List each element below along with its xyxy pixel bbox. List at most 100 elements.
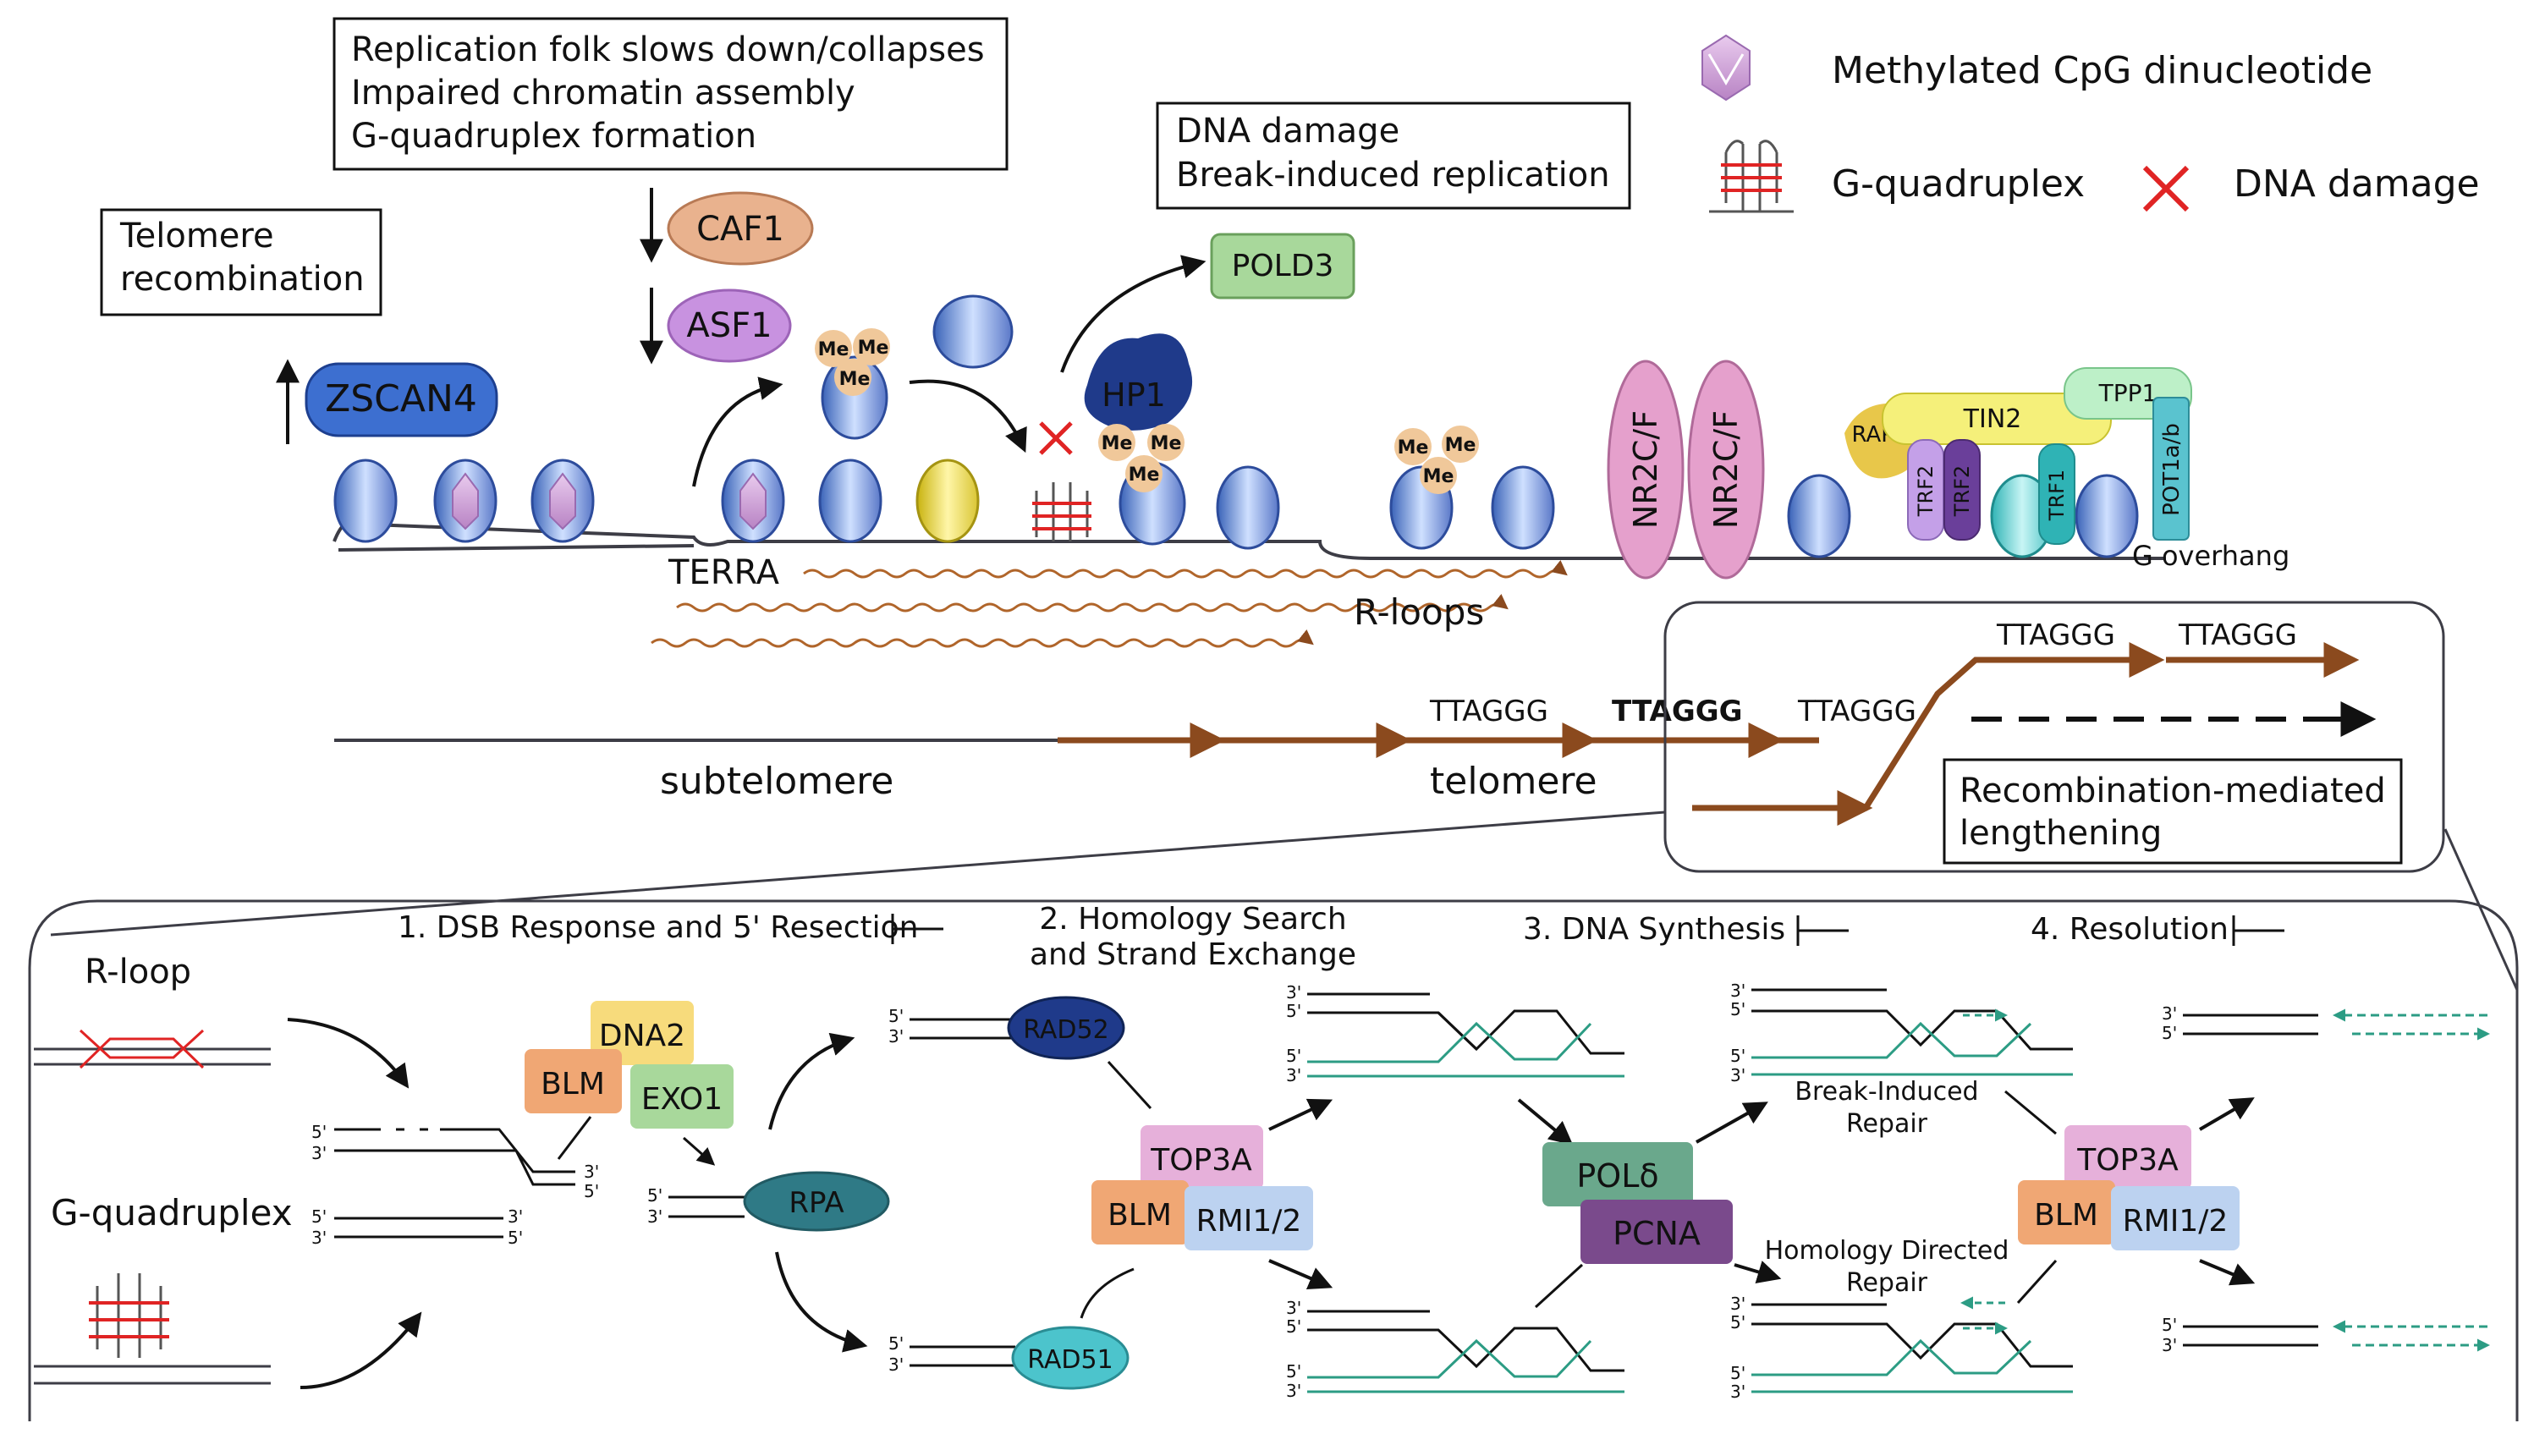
telomere-recombination-line-1: Telomere xyxy=(119,217,274,255)
step-1-title: 1. DSB Response and 5' Resection xyxy=(398,910,918,945)
blm-label: BLM xyxy=(541,1067,605,1102)
btr-complex-step2: TOP3A BLM RMI1/2 xyxy=(1091,1098,1333,1290)
caf1-label: CAF1 xyxy=(696,210,784,249)
nucleosome-methylated xyxy=(433,459,497,543)
svg-text:5': 5' xyxy=(508,1228,523,1248)
pold-pcna-complex: POLδ PCNA xyxy=(1517,1098,1782,1309)
rad52-label: RAD52 xyxy=(1023,1015,1108,1045)
lengthening-line-2: lengthening xyxy=(1960,814,2162,853)
replication-stress-line-1: Replication folk slows down/collapses xyxy=(351,30,985,69)
dna2-label: DNA2 xyxy=(599,1019,685,1053)
repeat-label: TTAGGG xyxy=(1429,695,1548,728)
svg-text:3': 3' xyxy=(584,1162,599,1182)
dna-damage-cross-icon xyxy=(1039,421,1073,455)
blm-label: BLM xyxy=(1108,1198,1172,1233)
nr2cf-label-a: NR2C/F xyxy=(1627,410,1664,529)
synthesis-bottom: Homology Directed Repair 3' 5' 5' 3' xyxy=(1730,1236,2073,1402)
hp1-label: HP1 xyxy=(1102,376,1166,414)
rmi-label: RMI1/2 xyxy=(2123,1204,2229,1239)
repeat-label: TTAGGG xyxy=(1996,618,2115,652)
asf1-label: ASF1 xyxy=(686,306,772,345)
me-mark: Me xyxy=(1151,433,1182,454)
rpa-label: RPA xyxy=(789,1186,844,1220)
rmi-label: RMI1/2 xyxy=(1196,1204,1302,1239)
nr2cf-protein: NR2C/F xyxy=(1607,360,1685,580)
dna-damage-line-2: Break-induced replication xyxy=(1176,156,1610,195)
nucleosome-methylated xyxy=(530,459,595,543)
svg-text:3': 3' xyxy=(888,1354,904,1375)
me-mark: Me xyxy=(1398,437,1429,459)
shelterin-complex: RAP1 TIN2 TPP1 TRF2 TRF2 TRF1 POT1a/b xyxy=(1787,367,2192,558)
me-mark: Me xyxy=(839,369,871,390)
svg-text:5': 5' xyxy=(1286,1316,1301,1337)
svg-text:5': 5' xyxy=(1730,999,1745,1019)
telomere-recombination-line-2: recombination xyxy=(120,260,365,299)
dna-damage-line-1: DNA damage xyxy=(1176,112,1399,151)
svg-text:5': 5' xyxy=(311,1122,327,1142)
lengthening-line-1: Recombination-mediated xyxy=(1960,772,2386,810)
top3a-label: TOP3A xyxy=(2076,1143,2179,1178)
g-quadruplex-icon xyxy=(34,1273,271,1385)
svg-text:3': 3' xyxy=(311,1143,327,1163)
svg-text:5': 5' xyxy=(1730,1363,1745,1383)
svg-text:5': 5' xyxy=(1286,1361,1301,1382)
svg-text:3': 3' xyxy=(508,1206,523,1227)
pot1-label: POT1a/b xyxy=(2159,423,2185,516)
repeat-label: TTAGGG xyxy=(2178,618,2297,652)
svg-text:5': 5' xyxy=(584,1181,599,1201)
svg-text:5': 5' xyxy=(888,1333,904,1354)
subtelomere-label: subtelomere xyxy=(660,760,893,803)
zscan4-label: ZSCAN4 xyxy=(325,377,477,420)
g-quadruplex-icon xyxy=(1709,140,1794,213)
replication-stress-line-2: Impaired chromatin assembly xyxy=(351,74,855,113)
me-mark: Me xyxy=(818,339,849,360)
lengthening-callout: Recombination-mediated lengthening xyxy=(1663,601,2445,873)
legend: Methylated CpG dinucleotide G-quadruplex… xyxy=(1701,34,2480,213)
svg-text:3': 3' xyxy=(1730,1065,1745,1085)
svg-text:3': 3' xyxy=(1730,1382,1745,1402)
svg-text:5': 5' xyxy=(2162,1023,2177,1043)
telomere-label: telomere xyxy=(1430,760,1597,803)
svg-text:3': 3' xyxy=(1730,981,1745,1001)
terra-transcripts: TERRA R-loops xyxy=(651,553,1568,648)
rad52-complex: 5' 3' RAD52 xyxy=(888,996,1152,1110)
rpa-complex: 5' 3' RPA xyxy=(647,1032,890,1353)
svg-text:3': 3' xyxy=(2162,1335,2177,1355)
step-2-title-b: and Strand Exchange xyxy=(1030,937,1356,972)
me-mark: Me xyxy=(1129,464,1160,486)
pold3-label: POLD3 xyxy=(1232,249,1334,283)
svg-text:5': 5' xyxy=(1286,1001,1301,1021)
caf1-asf1-group: CAF1 ASF1 xyxy=(640,188,814,365)
nucleosome xyxy=(2075,474,2139,558)
svg-text:5': 5' xyxy=(647,1185,662,1206)
top3a-label: TOP3A xyxy=(1150,1143,1252,1178)
hdr-label-1: Homology Directed xyxy=(1765,1236,2009,1266)
svg-text:5': 5' xyxy=(2162,1315,2177,1335)
g-quadruplex-panel-label: G-quadruplex xyxy=(51,1192,293,1233)
exo1-label: EXO1 xyxy=(641,1082,723,1117)
tpp1-label: TPP1 xyxy=(2098,379,2157,407)
step-2-title-a: 2. Homology Search xyxy=(1039,902,1346,937)
svg-text:3': 3' xyxy=(647,1206,662,1227)
svg-text:5': 5' xyxy=(1730,1312,1745,1332)
histone-variant-nucleosome xyxy=(915,459,980,543)
svg-text:5': 5' xyxy=(888,1006,904,1026)
svg-text:5': 5' xyxy=(1286,1046,1301,1066)
bir-label-2: Repair xyxy=(1846,1109,1928,1139)
chromatin-fiber: Me Me Me HP1 Me Me Me Me Me Me xyxy=(333,294,2289,580)
nucleosome xyxy=(333,459,398,543)
d-loop-top: 3' 5' 5' 3' xyxy=(1286,982,1624,1085)
svg-text:3': 3' xyxy=(1286,1381,1301,1401)
bir-label-1: Break-Induced xyxy=(1795,1077,1978,1107)
blm-label: BLM xyxy=(2034,1198,2098,1233)
resolution-product-top: 3' 5' xyxy=(2162,1003,2490,1043)
me-mark: Me xyxy=(1102,433,1133,454)
rad51-complex: 5' 3' RAD51 xyxy=(888,1267,1135,1390)
repeat-label-damaged: TTAGGG xyxy=(1612,695,1743,728)
nucleosome xyxy=(1491,465,1555,550)
terra-label: TERRA xyxy=(668,553,780,592)
nr2cf-protein: NR2C/F xyxy=(1687,360,1765,580)
dna-damage-cross-icon xyxy=(2142,165,2190,212)
me-mark: Me xyxy=(1423,466,1454,487)
